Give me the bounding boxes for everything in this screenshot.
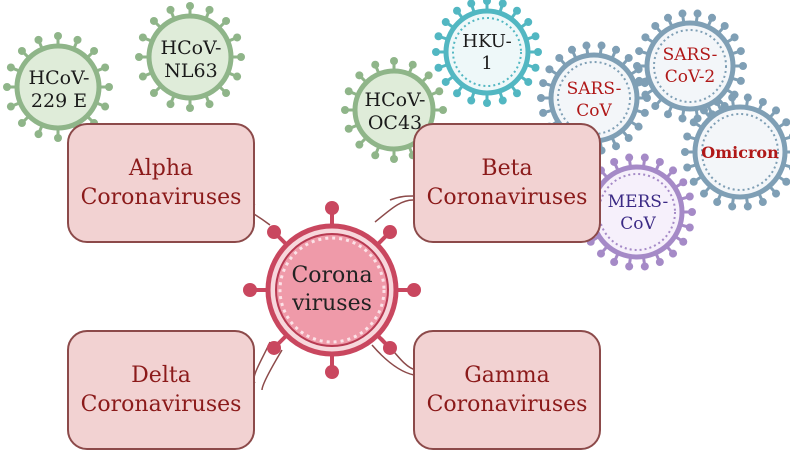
mers-cov-line1: MERS-: [607, 192, 669, 212]
center-label-line1: Corona: [291, 263, 373, 288]
sars-cov-2-line2: CoV-2: [664, 67, 716, 87]
hcov-nl63-label: HCoV- NL63: [146, 30, 236, 90]
delta-coronaviruses-box: Delta Coronaviruses: [67, 330, 255, 450]
connector-beta: [374, 195, 414, 223]
hcov-229e-label: HCoV- 229 E: [14, 60, 104, 120]
hcov-229e-line1: HCoV-: [28, 67, 90, 89]
sars-cov-2-label: SARS- CoV-2: [645, 38, 735, 94]
center-coronavirus: [243, 201, 421, 379]
alpha-label-line1: Alpha: [128, 156, 194, 181]
hcov-oc43-label: HCoV- OC43: [350, 82, 440, 142]
gamma-label-line2: Coronaviruses: [426, 392, 588, 417]
hcov-nl63-virus: [135, 2, 245, 112]
center-label-line2: viruses: [292, 291, 372, 316]
mers-cov-line2: CoV: [620, 214, 656, 234]
hku-1-line1: HKU-: [462, 31, 512, 52]
sars-cov-2-line1: SARS-: [662, 45, 718, 65]
omicron-line1: Omicron: [701, 143, 779, 162]
center-virus-label: Corona viruses: [277, 250, 387, 330]
beta-label-line2: Coronaviruses: [426, 185, 588, 210]
gamma-coronaviruses-box: Gamma Coronaviruses: [413, 330, 601, 450]
hku-1-virus: [432, 0, 542, 107]
sars-cov-line1: SARS-: [566, 79, 622, 99]
omicron-label: Omicron: [690, 135, 790, 171]
delta-label-line1: Delta: [131, 363, 191, 388]
mers-cov-label: MERS- CoV: [598, 185, 678, 241]
beta-coronaviruses-box: Beta Coronaviruses: [413, 123, 601, 243]
beta-label-line1: Beta: [481, 156, 533, 181]
alpha-coronaviruses-box: Alpha Coronaviruses: [67, 123, 255, 243]
hku-1-label: HKU- 1: [447, 25, 527, 81]
gamma-label-line1: Gamma: [464, 363, 550, 388]
omicron-virus: [681, 93, 790, 211]
hcov-nl63-line1: HCoV-: [160, 37, 222, 59]
hcov-oc43-line1: HCoV-: [364, 89, 426, 111]
hcov-229e-line2: 229 E: [30, 90, 88, 112]
hcov-229e-virus: [3, 32, 113, 142]
hcov-oc43-line2: OC43: [367, 112, 423, 134]
alpha-label-line2: Coronaviruses: [80, 185, 242, 210]
hcov-nl63-line2: NL63: [164, 60, 218, 82]
hcov-oc43-virus: [341, 57, 447, 163]
sars-cov-label: SARS- CoV: [554, 72, 634, 128]
hku-1-line2: 1: [481, 53, 493, 74]
delta-label-line2: Coronaviruses: [80, 392, 242, 417]
sars-cov-line2: CoV: [576, 101, 612, 121]
